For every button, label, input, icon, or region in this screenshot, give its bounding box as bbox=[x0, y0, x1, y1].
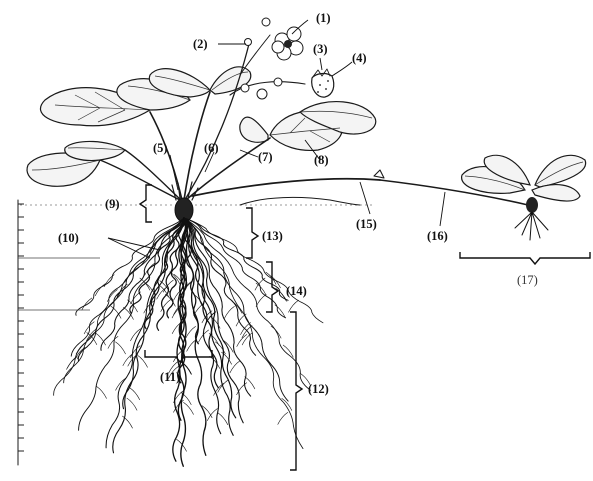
label-6: (6) bbox=[204, 141, 219, 155]
rootlet bbox=[237, 335, 247, 347]
label-14: (14) bbox=[286, 284, 307, 298]
label-8: (8) bbox=[314, 153, 329, 167]
root-strand bbox=[71, 218, 184, 356]
scale-markers bbox=[18, 258, 100, 310]
label-15: (15) bbox=[356, 217, 377, 231]
label-9: (9) bbox=[105, 197, 120, 211]
strawberry-fruit bbox=[312, 69, 334, 97]
root-strand bbox=[64, 218, 184, 383]
rootlet bbox=[256, 283, 266, 295]
label-12: (12) bbox=[308, 382, 329, 396]
label-13: (13) bbox=[262, 229, 283, 243]
rootlet bbox=[218, 413, 228, 425]
rootlet bbox=[186, 326, 196, 338]
rootlet bbox=[289, 300, 299, 312]
depth-scale bbox=[18, 200, 24, 465]
label-5: (5) bbox=[153, 141, 168, 155]
rootlet bbox=[207, 409, 217, 421]
rootlet bbox=[271, 326, 281, 338]
label-1: (1) bbox=[316, 11, 331, 25]
rootlet bbox=[131, 329, 141, 341]
rootlet bbox=[278, 412, 288, 424]
label-4: (4) bbox=[352, 51, 367, 65]
label-10: (10) bbox=[58, 231, 79, 245]
leaf-top-center bbox=[149, 67, 250, 97]
rootlet bbox=[96, 333, 106, 345]
label-17: (17) bbox=[517, 273, 538, 287]
daughter-plant bbox=[462, 155, 586, 240]
crown bbox=[172, 182, 198, 222]
label-16: (16) bbox=[427, 229, 448, 243]
rootlet bbox=[224, 306, 234, 318]
rootlet bbox=[116, 342, 126, 354]
rootlet bbox=[97, 386, 107, 398]
mulch-mound bbox=[240, 197, 360, 205]
rootlet bbox=[275, 305, 285, 317]
label-11: (11) bbox=[160, 370, 180, 384]
rootlet bbox=[184, 402, 194, 414]
labels: (1) (2) (3) (4) (5) (6) (7) (8) (9) (10)… bbox=[58, 11, 538, 396]
root-strand bbox=[101, 218, 184, 350]
root-system bbox=[54, 218, 323, 466]
flower-open bbox=[272, 27, 303, 60]
rootlet bbox=[256, 295, 266, 307]
label-2: (2) bbox=[193, 37, 208, 51]
rootlet bbox=[127, 398, 137, 410]
label-3: (3) bbox=[313, 42, 328, 56]
label-7: (7) bbox=[258, 150, 273, 164]
rootlet bbox=[230, 361, 240, 373]
rootlet bbox=[210, 356, 220, 368]
flower-buds bbox=[241, 18, 282, 99]
rootlet bbox=[130, 388, 140, 400]
